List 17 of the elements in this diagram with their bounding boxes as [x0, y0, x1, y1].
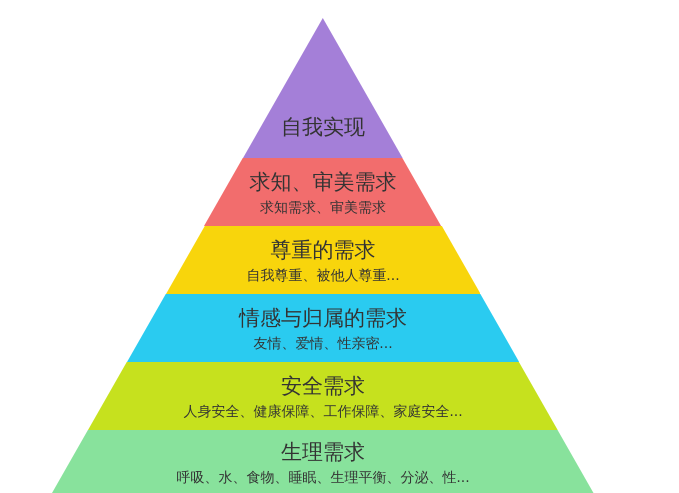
- level-title: 情感与归属的需求: [238, 305, 407, 331]
- level-description: 呼吸、水、食物、睡眠、生理平衡、分泌、性...: [176, 469, 470, 487]
- pyramid-level: [166, 226, 480, 294]
- level-title: 安全需求: [280, 373, 365, 399]
- pyramid-level: [88, 362, 558, 430]
- level-title: 生理需求: [281, 439, 365, 465]
- pyramid-level: [126, 294, 520, 362]
- level-title: 求知、审美需求: [249, 169, 396, 195]
- level-description: 人身安全、健康保障、工作保障、家庭安全...: [183, 403, 463, 421]
- level-title: 自我实现: [280, 114, 365, 140]
- level-title: 尊重的需求: [270, 237, 376, 263]
- level-description: 求知需求、审美需求: [260, 199, 386, 217]
- pyramid-level: [204, 158, 442, 226]
- level-description: 友情、爱情、性亲密...: [253, 335, 393, 353]
- pyramid-level: [52, 430, 594, 493]
- level-description: 自我尊重、被他人尊重...: [246, 267, 400, 285]
- pyramid-level: [243, 18, 403, 158]
